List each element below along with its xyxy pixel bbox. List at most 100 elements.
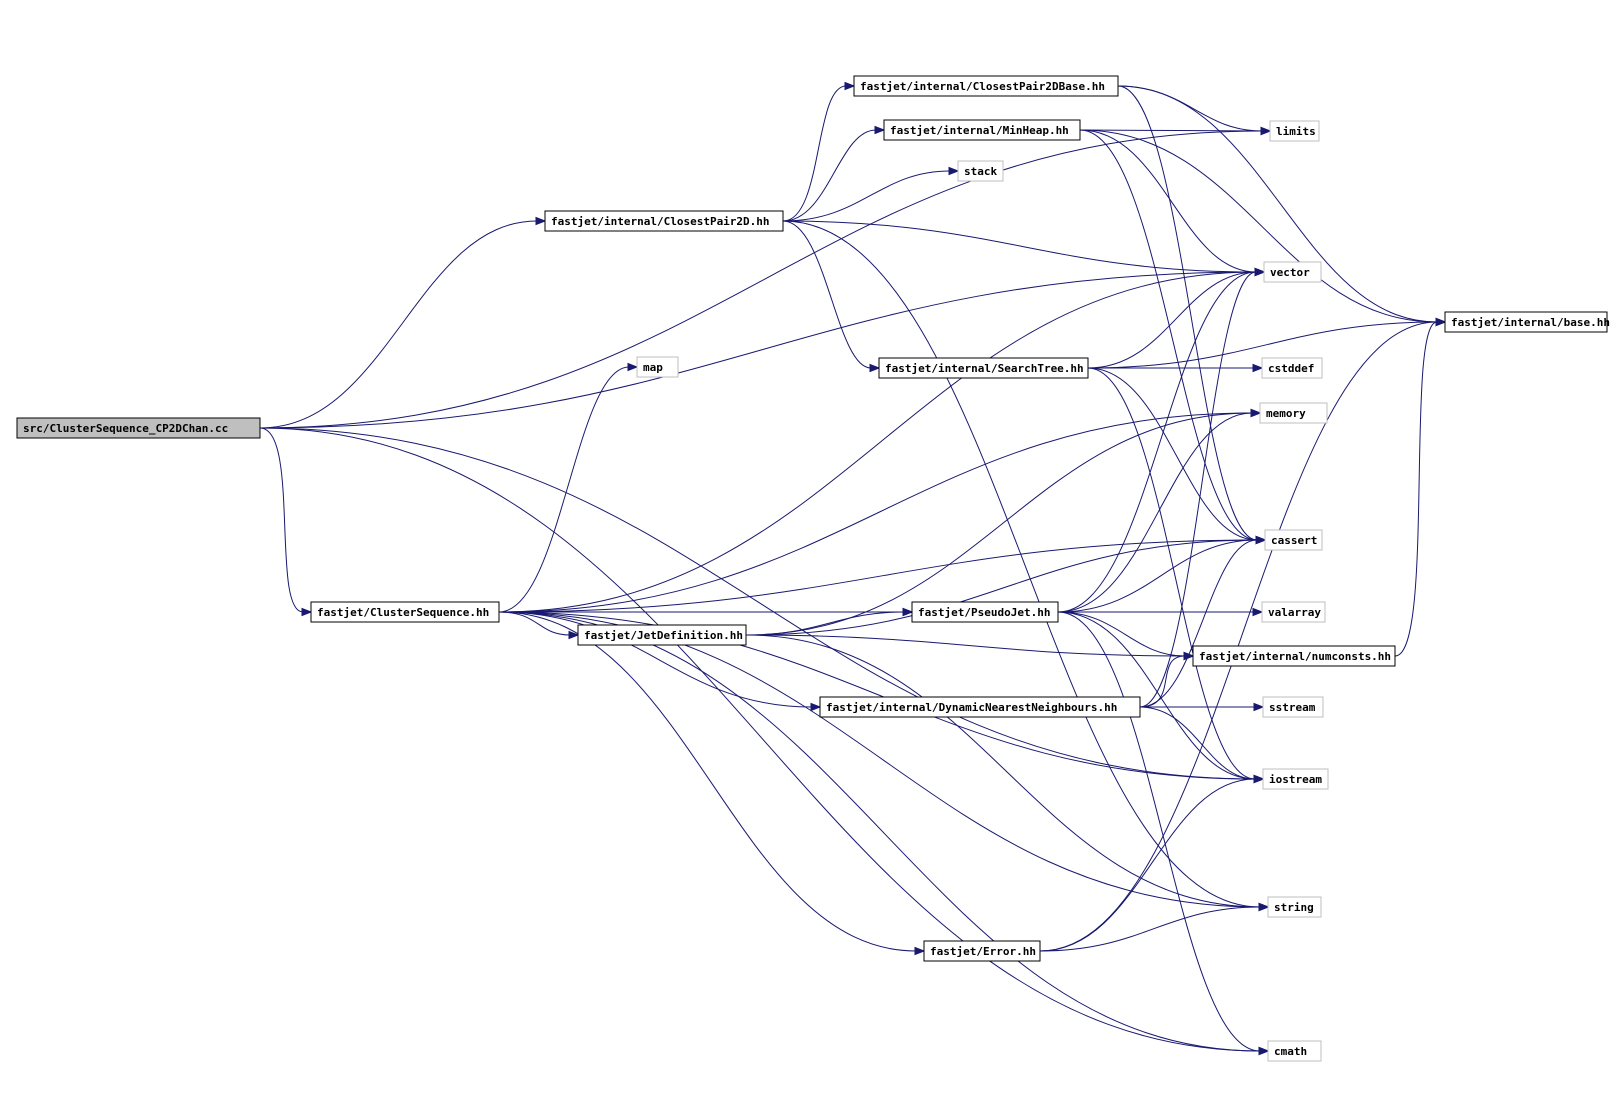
edge-line (1087, 367, 1256, 780)
node-cmath: cmath (1267, 1040, 1322, 1062)
node-label: fastjet/internal/base.hh (1451, 316, 1610, 329)
edge-dnn-to-numconsts (1139, 651, 1195, 708)
node-label: vector (1270, 266, 1310, 279)
edge-minheap-to-limits (1079, 126, 1272, 136)
edge-root-to-cs (259, 427, 313, 617)
edge-line (1057, 611, 1186, 657)
edge-line (745, 539, 1258, 636)
edge-minheap-to-cassert (1079, 129, 1267, 545)
edge-jetdef-to-string (745, 634, 1270, 912)
node-box (544, 210, 784, 232)
edge-dnn-to-vector (1139, 267, 1266, 708)
node-cp2d[interactable]: fastjet/internal/ClosestPair2D.hh (544, 210, 784, 232)
edge-error-to-string (1039, 902, 1270, 952)
edge-pseudojet-to-memory (1057, 408, 1262, 613)
edge-line (1117, 85, 1263, 132)
node-label: fastjet/internal/ClosestPair2D.hh (551, 215, 770, 228)
edge-line (1057, 611, 1261, 1052)
edge-arrowhead (948, 166, 960, 176)
edge-line (259, 427, 1261, 1052)
edge-line (498, 366, 630, 613)
edge-arrowhead (1254, 267, 1266, 277)
edge-line (1079, 129, 1438, 323)
edge-line (782, 129, 877, 222)
node-pseudojet[interactable]: fastjet/PseudoJet.hh (911, 601, 1059, 623)
edge-arrowhead (1253, 702, 1265, 712)
node-label: fastjet/Error.hh (930, 945, 1036, 958)
node-box (819, 696, 1141, 718)
edge-line (1117, 85, 1258, 541)
edge-line (259, 220, 538, 429)
edge-layer (259, 81, 1447, 1056)
edge-minheap-to-vector (1079, 129, 1266, 277)
edge-line (259, 427, 1256, 780)
edge-line (1139, 539, 1258, 708)
node-dnn[interactable]: fastjet/internal/DynamicNearestNeighbour… (819, 696, 1141, 718)
node-box (911, 601, 1059, 623)
edge-searchtree-to-cassert (1087, 367, 1267, 545)
edge-line (745, 412, 1253, 636)
node-box (16, 417, 261, 439)
edge-line (1039, 906, 1261, 952)
edge-jetdef-to-numconsts (745, 634, 1195, 661)
edge-arrowhead (914, 946, 926, 956)
node-map: map (636, 356, 679, 378)
node-label: cstddef (1268, 362, 1314, 375)
node-box (1259, 402, 1328, 424)
edge-arrowhead (1260, 126, 1272, 136)
edge-cs-to-map (498, 362, 639, 613)
edge-cp2d-to-searchtree (782, 220, 881, 373)
node-numconsts[interactable]: fastjet/internal/numconsts.hh (1192, 645, 1396, 667)
edge-cp2d-to-stack (782, 166, 960, 222)
node-box (1262, 696, 1324, 718)
node-error[interactable]: fastjet/Error.hh (923, 940, 1041, 962)
node-box (1267, 1040, 1322, 1062)
node-root[interactable]: src/ClusterSequence_CP2DChan.cc (16, 417, 261, 439)
node-label: cmath (1274, 1045, 1307, 1058)
node-base[interactable]: fastjet/internal/base.hh (1444, 311, 1610, 333)
edge-line (745, 634, 1186, 657)
node-box (1261, 357, 1323, 379)
edge-arrowhead (810, 702, 822, 712)
node-label: sstream (1269, 701, 1316, 714)
node-label: fastjet/JetDefinition.hh (584, 629, 743, 642)
edge-cp2dbase-to-cassert (1117, 85, 1267, 545)
node-limits: limits (1269, 120, 1320, 142)
edge-dnn-to-iostream (1139, 706, 1265, 784)
edge-arrowhead (869, 363, 881, 373)
node-memory: memory (1259, 402, 1328, 424)
node-iostream: iostream (1262, 768, 1329, 790)
node-box (853, 75, 1119, 97)
edge-line (498, 271, 1257, 613)
node-jetdef[interactable]: fastjet/JetDefinition.hh (577, 624, 747, 646)
edge-line (782, 85, 847, 222)
node-label: map (643, 361, 663, 374)
node-minheap[interactable]: fastjet/internal/MinHeap.hh (883, 119, 1081, 141)
node-string: string (1267, 896, 1322, 918)
edge-cs-to-string (498, 611, 1270, 912)
edge-cs-to-dnn (498, 611, 822, 712)
edge-line (1057, 271, 1257, 613)
edge-line (498, 611, 1256, 780)
node-vector: vector (1263, 261, 1322, 283)
edge-line (1139, 271, 1257, 708)
edge-line (782, 220, 1257, 273)
edge-dnn-to-sstream (1140, 702, 1265, 712)
node-sstream: sstream (1262, 696, 1324, 718)
node-searchtree[interactable]: fastjet/internal/SearchTree.hh (878, 357, 1089, 379)
edge-error-to-iostream (1039, 774, 1265, 952)
edge-arrowhead (1250, 408, 1262, 418)
node-label: fastjet/internal/ClosestPair2DBase.hh (860, 80, 1105, 93)
edge-line (259, 427, 304, 613)
node-box (1192, 645, 1396, 667)
node-label: fastjet/PseudoJet.hh (918, 606, 1050, 619)
node-cs[interactable]: fastjet/ClusterSequence.hh (310, 601, 500, 623)
node-label: valarray (1268, 606, 1321, 619)
node-cp2dbase[interactable]: fastjet/internal/ClosestPair2DBase.hh (853, 75, 1119, 97)
node-box (1263, 261, 1322, 283)
edge-pseudojet-to-cassert (1057, 535, 1267, 613)
edge-root-to-cmath (259, 427, 1270, 1056)
edge-cp2d-to-minheap (782, 125, 886, 222)
node-label: fastjet/ClusterSequence.hh (317, 606, 489, 619)
